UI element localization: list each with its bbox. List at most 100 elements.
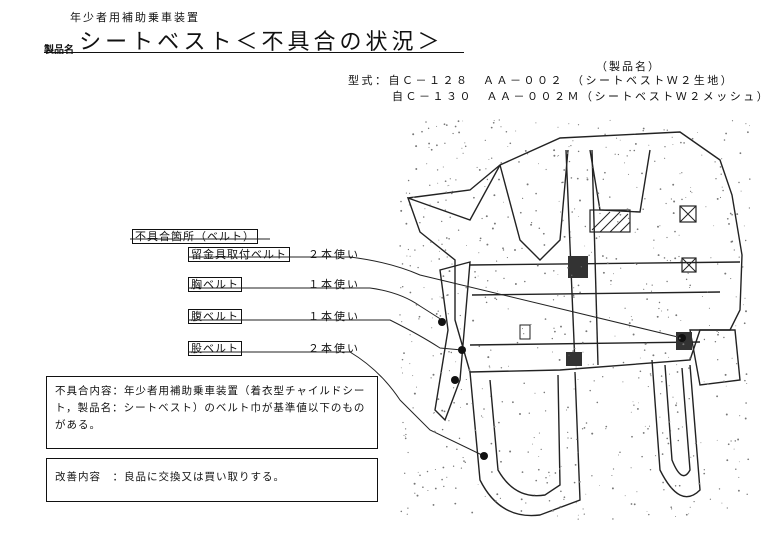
speckle-dot	[540, 448, 542, 451]
speckle-dot	[733, 448, 735, 450]
speckle-dot	[484, 495, 486, 497]
speckle-dot	[685, 278, 688, 281]
speckle-dot	[448, 370, 450, 372]
speckle-dot	[646, 298, 648, 300]
speckle-dot	[737, 489, 740, 492]
speckle-dot	[534, 392, 536, 394]
defect-location-text: 不具合箇所（ベルト）	[132, 229, 258, 244]
speckle-dot	[691, 137, 694, 140]
speckle-dot	[631, 435, 633, 438]
speckle-dot	[612, 518, 614, 520]
speckle-dot	[726, 217, 729, 220]
speckle-dot	[496, 260, 498, 262]
speckle-dot	[413, 392, 416, 395]
speckle-dot	[557, 295, 559, 297]
speckle-dot	[491, 227, 494, 230]
speckle-dot	[422, 245, 425, 247]
speckle-dot	[598, 236, 600, 238]
speckle-dot	[432, 355, 434, 357]
speckle-dot	[580, 266, 582, 268]
speckle-dot	[666, 280, 668, 283]
speckle-dot	[518, 161, 520, 163]
speckle-dot	[453, 401, 455, 404]
speckle-dot	[471, 402, 473, 404]
speckle-dot	[639, 357, 641, 359]
speckle-dot	[568, 354, 570, 356]
speckle-dot	[563, 496, 566, 499]
speckle-dot	[444, 142, 446, 144]
speckle-dot	[455, 487, 457, 489]
speckle-dot	[491, 157, 493, 159]
speckle-dot	[573, 481, 576, 484]
speckle-dot	[451, 263, 453, 265]
speckle-dot	[507, 308, 509, 310]
speckle-dot	[584, 225, 586, 228]
speckle-dot	[710, 257, 712, 259]
speckle-dot	[620, 267, 622, 269]
speckle-dot	[433, 412, 435, 414]
speckle-dot	[574, 463, 577, 466]
speckle-dot	[746, 493, 748, 496]
defect-part-1: 留金具取付ベルト	[188, 246, 290, 262]
speckle-dot	[675, 404, 677, 407]
speckle-dot	[567, 266, 569, 269]
speckle-dot	[551, 509, 554, 512]
speckle-dot	[586, 178, 589, 181]
speckle-dot	[674, 257, 677, 260]
speckle-dot	[723, 336, 725, 339]
speckle-dot	[630, 316, 632, 317]
speckle-dot	[426, 470, 429, 473]
speckle-dot	[561, 219, 564, 222]
speckle-dot	[430, 148, 433, 151]
speckle-dot	[437, 310, 439, 312]
speckle-dot	[739, 415, 741, 417]
speckle-dot	[628, 322, 631, 325]
speckle-dot	[663, 489, 665, 491]
speckle-dot	[738, 476, 740, 478]
improvement-text: 改善内容 ：良品に交換又は買い取りする。	[55, 471, 285, 483]
speckle-dot	[672, 183, 675, 186]
speckle-dot	[659, 225, 661, 227]
speckle-dot	[680, 141, 682, 144]
speckle-dot	[563, 295, 565, 297]
speckle-dot	[721, 502, 723, 504]
speckle-dot	[417, 266, 419, 269]
speckle-dot	[678, 337, 681, 340]
speckle-dot	[666, 129, 668, 131]
speckle-dot	[431, 317, 433, 319]
speckle-dot	[463, 460, 465, 462]
speckle-dot	[703, 381, 705, 383]
speckle-dot	[666, 259, 668, 261]
speckle-dot	[524, 149, 527, 152]
speckle-dot	[399, 245, 402, 247]
speckle-dot	[688, 398, 690, 400]
speckle-dot	[477, 275, 479, 277]
speckle-dot	[629, 149, 631, 152]
speckle-dot	[602, 376, 604, 378]
speckle-dot	[574, 372, 576, 374]
speckle-dot	[675, 516, 677, 517]
speckle-dot	[447, 313, 449, 315]
speckle-dot	[666, 236, 668, 239]
speckle-dot	[636, 186, 638, 188]
speckle-dot	[587, 364, 589, 366]
leader-lines	[130, 238, 683, 457]
speckle-dot	[714, 161, 716, 163]
speckle-dot	[477, 484, 479, 485]
speckle-dot	[641, 455, 643, 458]
speckle-dot	[445, 237, 448, 239]
speckle-dot	[609, 317, 610, 319]
speckle-dot	[698, 482, 701, 485]
speckle-dot	[466, 244, 467, 246]
speckle-dot	[648, 513, 650, 516]
speckle-dot	[664, 146, 666, 148]
speckle-dot	[670, 506, 672, 508]
speckle-dot	[593, 380, 595, 382]
speckle-dot	[667, 316, 669, 318]
title-underline	[44, 52, 464, 53]
speckle-dot	[631, 319, 633, 321]
speckle-dot	[522, 197, 524, 199]
speckle-dot	[501, 401, 504, 403]
speckle-dot	[716, 330, 718, 332]
speckle-dot	[653, 239, 655, 241]
